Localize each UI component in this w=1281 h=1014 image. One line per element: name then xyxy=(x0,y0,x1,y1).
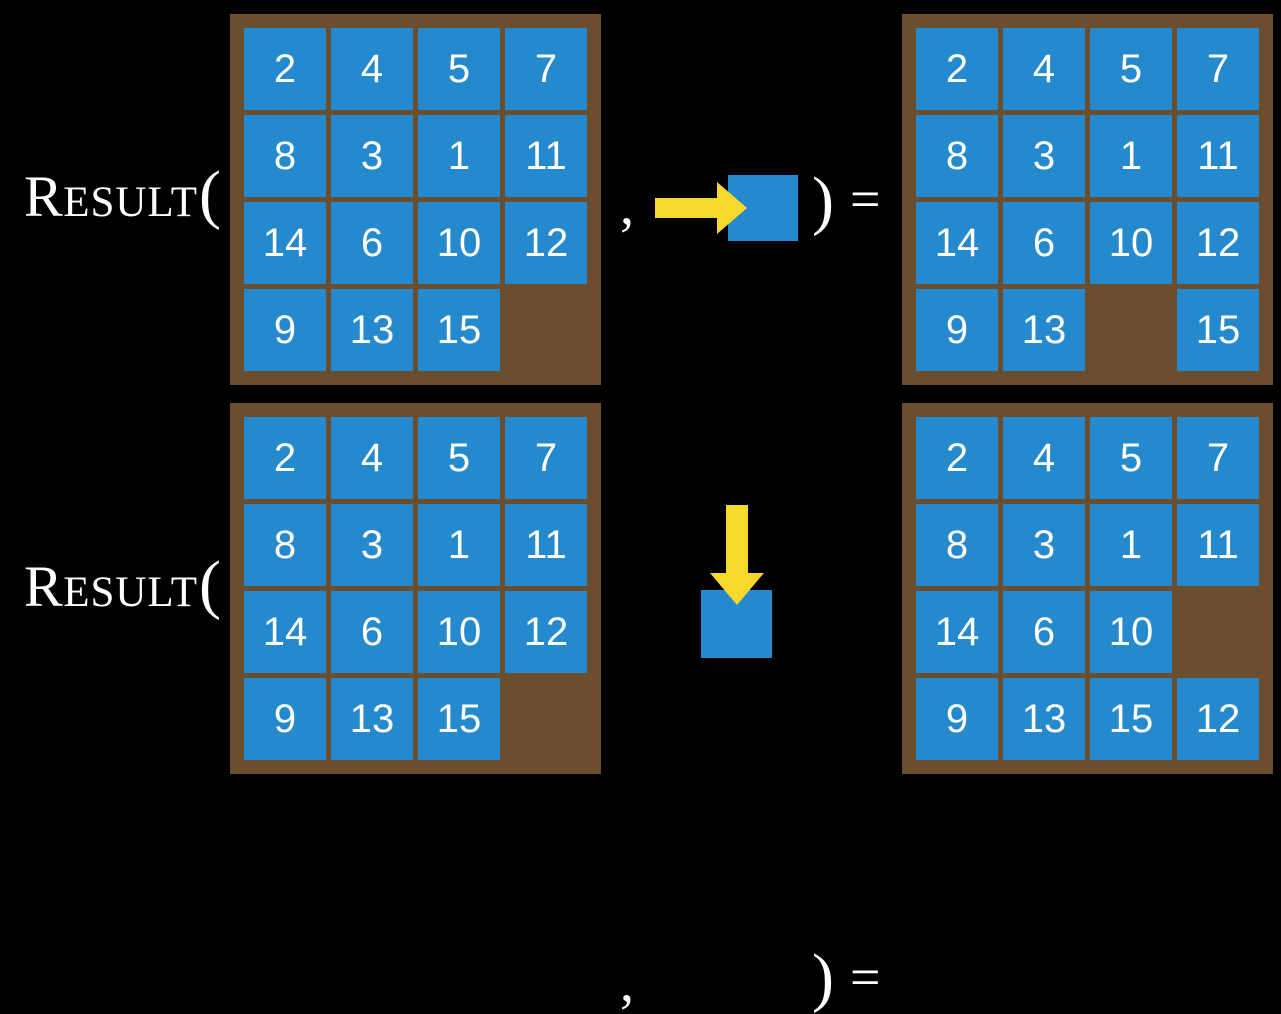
tile[interactable]: 11 xyxy=(505,115,587,197)
output-state-row-2: 2 4 5 7 8 3 1 11 14 6 10 9 13 15 12 xyxy=(902,403,1273,774)
tile[interactable]: 3 xyxy=(1003,504,1085,586)
tile[interactable]: 3 xyxy=(1003,115,1085,197)
tile[interactable]: 13 xyxy=(331,289,413,371)
tile[interactable]: 13 xyxy=(1003,678,1085,760)
tile[interactable]: 8 xyxy=(916,504,998,586)
tile[interactable]: 10 xyxy=(1090,202,1172,284)
tile[interactable]: 12 xyxy=(505,202,587,284)
tile[interactable]: 11 xyxy=(505,504,587,586)
open-paren: ( xyxy=(199,158,222,231)
empty-slot xyxy=(505,678,587,760)
result-remaining-letters: ESULT xyxy=(63,179,199,226)
arrow-down-icon xyxy=(710,573,764,605)
tile[interactable]: 4 xyxy=(1003,28,1085,110)
tile[interactable]: 4 xyxy=(331,28,413,110)
tile[interactable]: 9 xyxy=(244,678,326,760)
puzzle-grid: 2 4 5 7 8 3 1 11 14 6 10 12 9 13 15 xyxy=(244,28,587,371)
empty-slot xyxy=(1177,591,1259,673)
tile[interactable]: 15 xyxy=(1177,289,1259,371)
tile[interactable]: 14 xyxy=(244,202,326,284)
tile[interactable]: 11 xyxy=(1177,504,1259,586)
tile[interactable]: 6 xyxy=(331,591,413,673)
tile[interactable]: 5 xyxy=(1090,417,1172,499)
tile[interactable]: 3 xyxy=(331,115,413,197)
empty-slot xyxy=(1090,289,1172,371)
action-slide-down xyxy=(696,505,786,665)
tile[interactable]: 15 xyxy=(418,289,500,371)
tile[interactable]: 13 xyxy=(1003,289,1085,371)
input-state-row-2: 2 4 5 7 8 3 1 11 14 6 10 12 9 13 15 xyxy=(230,403,601,774)
tile[interactable]: 7 xyxy=(1177,28,1259,110)
comma-separator-row-1: , xyxy=(620,175,634,237)
puzzle-grid: 2 4 5 7 8 3 1 11 14 6 10 9 13 15 12 xyxy=(916,417,1259,760)
result-remaining-letters: ESULT xyxy=(63,569,199,616)
tile[interactable]: 2 xyxy=(916,28,998,110)
tile[interactable]: 4 xyxy=(331,417,413,499)
tile[interactable]: 11 xyxy=(1177,115,1259,197)
puzzle-grid: 2 4 5 7 8 3 1 11 14 6 10 12 9 13 15 xyxy=(916,28,1259,371)
tile[interactable]: 10 xyxy=(1090,591,1172,673)
tile[interactable]: 1 xyxy=(1090,504,1172,586)
tile[interactable]: 1 xyxy=(1090,115,1172,197)
tile[interactable]: 6 xyxy=(331,202,413,284)
tile[interactable]: 4 xyxy=(1003,417,1085,499)
tile[interactable]: 3 xyxy=(331,504,413,586)
tile[interactable]: 6 xyxy=(1003,202,1085,284)
comma-separator-row-2: , xyxy=(620,952,634,1014)
tile[interactable]: 8 xyxy=(916,115,998,197)
tile[interactable]: 7 xyxy=(505,28,587,110)
tile[interactable]: 5 xyxy=(418,28,500,110)
tile[interactable]: 10 xyxy=(418,202,500,284)
puzzle-grid: 2 4 5 7 8 3 1 11 14 6 10 12 9 13 15 xyxy=(244,417,587,760)
tile[interactable]: 6 xyxy=(1003,591,1085,673)
tile[interactable]: 1 xyxy=(418,504,500,586)
tile[interactable]: 14 xyxy=(244,591,326,673)
tile[interactable]: 8 xyxy=(244,115,326,197)
tile[interactable]: 15 xyxy=(418,678,500,760)
tile[interactable]: 12 xyxy=(505,591,587,673)
input-state-row-1: 2 4 5 7 8 3 1 11 14 6 10 12 9 13 15 xyxy=(230,14,601,385)
close-paren-row-2: ) xyxy=(812,941,834,1014)
output-state-row-1: 2 4 5 7 8 3 1 11 14 6 10 12 9 13 15 xyxy=(902,14,1273,385)
tile[interactable]: 5 xyxy=(1090,28,1172,110)
open-paren: ( xyxy=(199,548,222,621)
arrow-down-shaft xyxy=(726,505,748,577)
tile[interactable]: 14 xyxy=(916,591,998,673)
tile[interactable]: 2 xyxy=(916,417,998,499)
tile[interactable]: 12 xyxy=(1177,678,1259,760)
tile[interactable]: 1 xyxy=(418,115,500,197)
result-initial-letter: R xyxy=(24,164,64,229)
tile[interactable]: 8 xyxy=(244,504,326,586)
close-paren-row-1: ) xyxy=(812,164,834,237)
tile[interactable]: 2 xyxy=(244,417,326,499)
tile[interactable]: 9 xyxy=(244,289,326,371)
tile[interactable]: 10 xyxy=(418,591,500,673)
tile[interactable]: 13 xyxy=(331,678,413,760)
tile[interactable]: 15 xyxy=(1090,678,1172,760)
action-slide-right xyxy=(655,165,805,255)
result-initial-letter: R xyxy=(24,554,64,619)
equals-sign-row-2: = xyxy=(850,947,881,1007)
empty-slot xyxy=(505,289,587,371)
tile[interactable]: 7 xyxy=(1177,417,1259,499)
tile[interactable]: 2 xyxy=(244,28,326,110)
arrow-right-icon xyxy=(717,182,747,234)
tile[interactable]: 7 xyxy=(505,417,587,499)
tile[interactable]: 9 xyxy=(916,289,998,371)
tile[interactable]: 9 xyxy=(916,678,998,760)
tile[interactable]: 5 xyxy=(418,417,500,499)
equals-sign-row-1: = xyxy=(850,169,881,229)
arrow-right-shaft xyxy=(655,198,721,218)
tile[interactable]: 14 xyxy=(916,202,998,284)
tile[interactable]: 12 xyxy=(1177,202,1259,284)
